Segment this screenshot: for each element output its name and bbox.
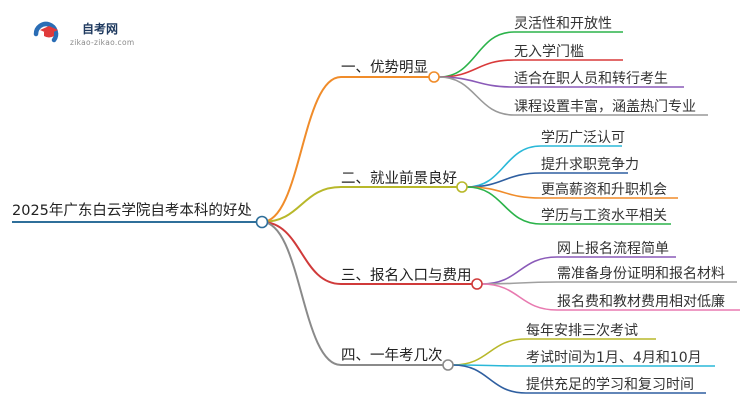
leaf-salary-promotion[interactable]: 更高薪资和升职机会 xyxy=(541,182,667,198)
leaf-connector xyxy=(481,256,558,285)
logo-name: 自考网 xyxy=(82,22,119,36)
leaf-three-exams[interactable]: 每年安排三次考试 xyxy=(526,323,638,339)
root-node-circle xyxy=(255,215,269,229)
branch-advantages[interactable]: 一、优势明显 xyxy=(341,60,428,76)
leaf-online-registration[interactable]: 网上报名流程简单 xyxy=(557,241,669,257)
branch-node-circle xyxy=(442,359,454,371)
leaf-connector xyxy=(466,186,542,225)
branch-registration[interactable]: 三、报名入口与费用 xyxy=(341,268,472,284)
branch-node-circle xyxy=(471,278,483,290)
leaf-competitiveness[interactable]: 提升求职竞争力 xyxy=(541,157,639,173)
branch-exam-frequency[interactable]: 四、一年考几次 xyxy=(341,348,443,364)
leaf-connector xyxy=(438,76,515,116)
leaf-exam-months[interactable]: 考试时间为1月、4月和10月 xyxy=(526,350,702,366)
leaf-connector xyxy=(466,145,542,188)
branch-employment[interactable]: 二、就业前景良好 xyxy=(341,171,457,187)
leaf-connector xyxy=(452,338,527,366)
branch-connector xyxy=(261,221,342,285)
leaf-materials[interactable]: 需准备身份证明和报名材料 xyxy=(557,266,725,282)
branch-connector xyxy=(261,76,342,223)
branch-node-circle xyxy=(428,71,440,83)
leaf-working-people[interactable]: 适合在职人员和转行考生 xyxy=(514,71,668,87)
leaf-flexibility[interactable]: 灵活性和开放性 xyxy=(514,16,612,32)
leaf-rich-courses[interactable]: 课程设置丰富，涵盖热门专业 xyxy=(514,99,696,115)
branch-node-circle xyxy=(456,181,468,193)
leaf-low-fees[interactable]: 报名费和教材费用相对低廉 xyxy=(557,294,725,310)
leaf-connector xyxy=(452,364,527,394)
root-topic[interactable]: 2025年广东白云学院自考本科的好处 xyxy=(12,203,252,219)
leaf-connector xyxy=(438,31,515,78)
branch-connector xyxy=(261,186,342,223)
leaf-connector xyxy=(481,283,558,311)
site-logo[interactable]: 自考网 zikao-zikao.com xyxy=(32,16,152,52)
branch-connector xyxy=(261,221,342,366)
leaf-connector xyxy=(438,59,515,78)
leaf-no-threshold[interactable]: 无入学门槛 xyxy=(514,44,584,60)
leaf-recognized-degree[interactable]: 学历广泛认可 xyxy=(541,130,625,146)
graduation-cap-icon xyxy=(33,21,59,43)
leaf-degree-salary[interactable]: 学历与工资水平相关 xyxy=(541,208,667,224)
leaf-study-time[interactable]: 提供充足的学习和复习时间 xyxy=(526,377,694,393)
logo-url: zikao-zikao.com xyxy=(70,38,135,47)
